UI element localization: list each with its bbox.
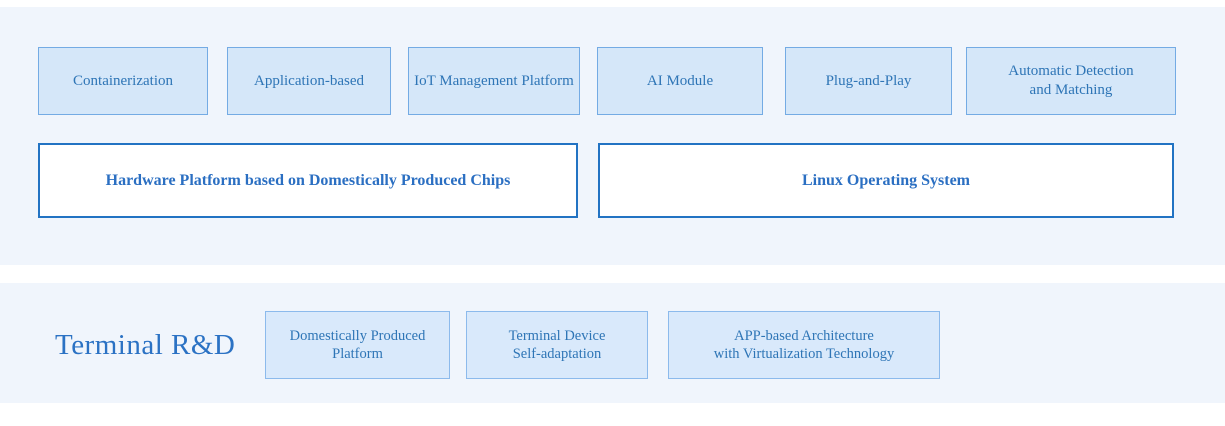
feature-box-containerization: Containerization xyxy=(38,47,208,115)
terminal-box-label: Terminal Device Self-adaptation xyxy=(508,327,606,362)
feature-box-label: Automatic Detection and Matching xyxy=(1008,63,1134,98)
terminal-box-label: APP-based Architecture with Virtualizati… xyxy=(713,327,895,362)
feature-box-label: AI Module xyxy=(646,72,714,89)
platform-box-label: Linux Operating System xyxy=(801,171,970,189)
terminal-box-label: Domestically Produced Platform xyxy=(289,327,426,362)
terminal-box-terminal-device-self-adaptation: Terminal Device Self-adaptation xyxy=(466,311,648,379)
terminal-box-domestically-produced-platform: Domestically Produced Platform xyxy=(265,311,450,379)
feature-box-label: Application-based xyxy=(254,72,364,89)
platform-box-hardware-platform: Hardware Platform based on Domestically … xyxy=(38,143,578,218)
platform-box-linux-operating-system: Linux Operating System xyxy=(598,143,1174,218)
feature-box-automatic-detection-and-matching: Automatic Detection and Matching xyxy=(966,47,1176,115)
feature-box-application-based: Application-based xyxy=(227,47,391,115)
feature-box-plug-and-play: Plug-and-Play xyxy=(785,47,952,115)
platform-box-label: Hardware Platform based on Domestically … xyxy=(105,171,511,189)
feature-box-label: IoT Management Platform xyxy=(414,72,574,89)
feature-box-iot-management-platform: IoT Management Platform xyxy=(408,47,580,115)
terminal-rd-panel: Terminal R&D Domestically Produced Platf… xyxy=(0,283,1225,403)
section-title-terminal-rd: Terminal R&D xyxy=(55,328,236,361)
feature-box-label: Plug-and-Play xyxy=(825,72,912,89)
upper-architecture-panel: Containerization Application-based IoT M… xyxy=(0,7,1225,265)
terminal-box-app-based-architecture: APP-based Architecture with Virtualizati… xyxy=(668,311,940,379)
feature-box-ai-module: AI Module xyxy=(597,47,763,115)
feature-box-label: Containerization xyxy=(73,72,173,89)
